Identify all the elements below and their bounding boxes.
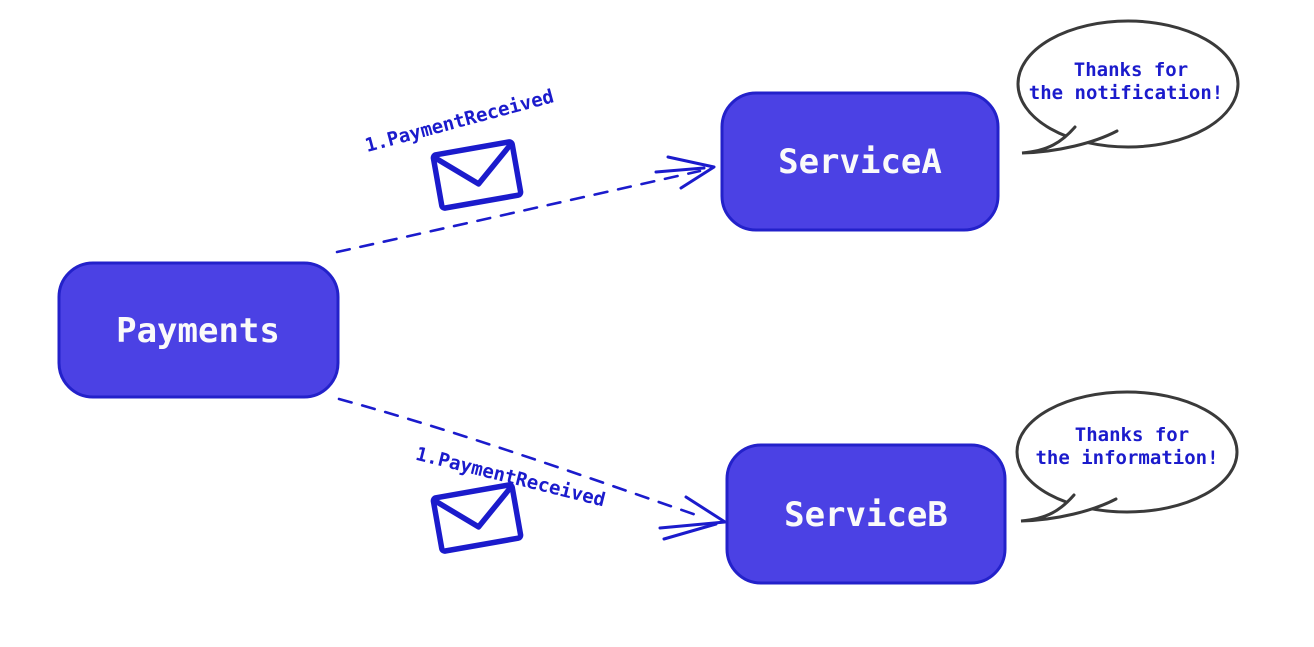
arrowhead-icon — [666, 155, 716, 190]
bubble-tail — [1020, 493, 1118, 523]
node-serviceb: ServiceB — [725, 443, 1007, 585]
node-servicea: ServiceA — [720, 91, 1000, 232]
arrowhead-sketch-stroke — [662, 522, 718, 541]
bubble-tail-fill — [1021, 495, 1116, 521]
envelope-flap — [433, 486, 513, 530]
envelope-icon — [430, 482, 524, 554]
bubble-tail — [1021, 125, 1119, 155]
arrowhead-icon — [658, 495, 727, 530]
speech-bubble-serviceb: Thanks for the information! — [1015, 390, 1239, 523]
bubble-body — [1016, 19, 1240, 149]
speech-bubble-servicea: Thanks for the notification! — [1016, 19, 1240, 155]
bubble-tail-fill — [1022, 127, 1117, 153]
bubble-text-line: Thanks for — [1075, 424, 1189, 446]
dashed-edge-line — [335, 169, 702, 254]
dashed-edge-line — [337, 397, 704, 519]
bubble-text-line: the information! — [1035, 447, 1218, 469]
envelope-flap — [433, 143, 513, 187]
serviceb-label: ServiceB — [784, 495, 948, 535]
serviceb-box — [725, 443, 1007, 585]
bubble-body — [1015, 390, 1239, 514]
bubble-text-line: Thanks for — [1074, 59, 1188, 81]
payments-label: Payments — [116, 311, 280, 351]
servicea-label: ServiceA — [778, 142, 942, 182]
node-payments: Payments — [57, 261, 340, 399]
edge-label: 1.PaymentReceived — [363, 85, 557, 157]
bubble-text-line: the notification! — [1029, 82, 1223, 104]
envelope-icon — [430, 139, 524, 211]
arrowhead-sketch-stroke — [654, 166, 706, 174]
edge-payments-to-servicea: 1.PaymentReceived — [335, 85, 716, 254]
servicea-box — [720, 91, 1000, 232]
payments-box — [57, 261, 340, 399]
edge-payments-to-serviceb: 1.PaymentReceived — [337, 397, 727, 554]
